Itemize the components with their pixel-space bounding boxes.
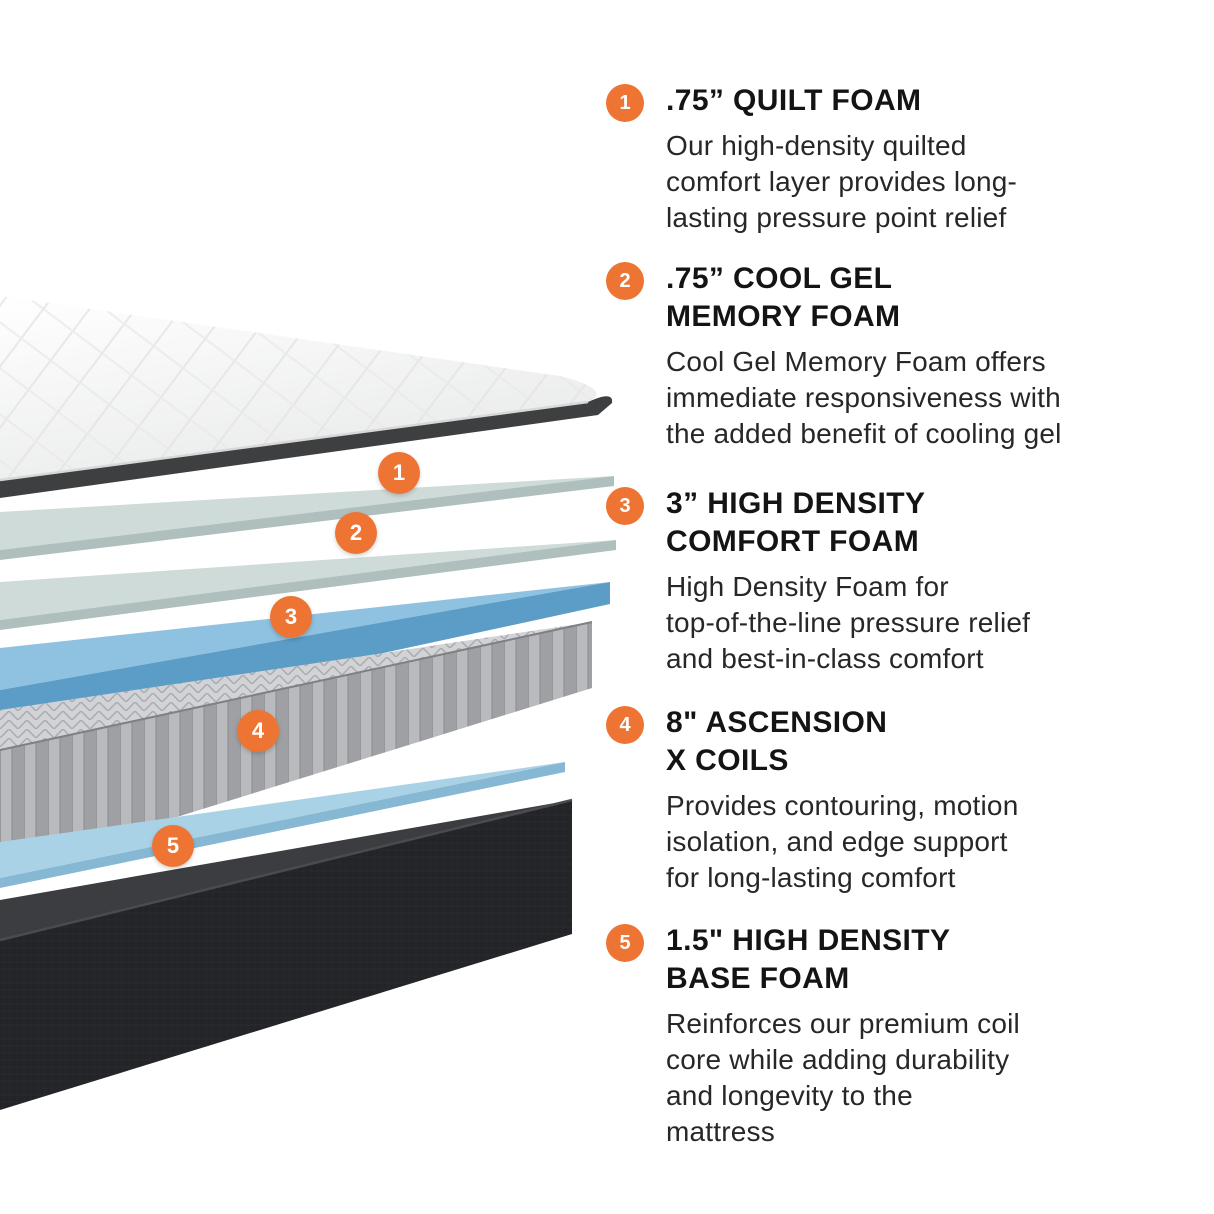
layer-title: .75” QUILT FOAM — [666, 84, 922, 117]
layer-title: 8" ASCENSION X COILS — [666, 706, 888, 777]
layer-description: Provides contouring, motion isolation, a… — [666, 790, 1019, 893]
layer-title: 1.5" HIGH DENSITY BASE FOAM — [666, 924, 951, 995]
diagram-callout-5: 5 — [152, 825, 194, 867]
layer-title: .75” COOL GEL MEMORY FOAM — [666, 262, 901, 333]
layer-description: High Density Foam for top-of-the-line pr… — [666, 571, 1031, 674]
list-badge-3: 3 — [606, 487, 644, 525]
base-foam-sheet-layer — [0, 762, 565, 888]
mattress-exploded-diagram — [0, 296, 616, 1110]
coil-layer — [0, 621, 593, 872]
diagram-callout-4: 4 — [237, 710, 279, 752]
layer-description: Cool Gel Memory Foam offers immediate re… — [666, 346, 1062, 449]
list-badge-2: 2 — [606, 262, 644, 300]
layer-description: Reinforces our premium coil core while a… — [666, 1008, 1020, 1147]
layer-info-quilt-foam: 1 .75” QUILT FOAM Our high-density quilt… — [606, 82, 1192, 236]
list-badge-4: 4 — [606, 706, 644, 744]
quilt-foam-top-layer — [0, 296, 613, 498]
list-badge-5: 5 — [606, 924, 644, 962]
cool-gel-memory-foam-layer — [0, 540, 616, 630]
diagram-callout-2: 2 — [335, 512, 377, 554]
layer-info-base-foam: 5 1.5" HIGH DENSITY BASE FOAM Reinforces… — [606, 922, 1192, 1150]
quilt-foam-sheet-layer — [0, 476, 614, 560]
list-badge-1: 1 — [606, 84, 644, 122]
layer-info-cool-gel: 2 .75” COOL GEL MEMORY FOAM Cool Gel Mem… — [606, 260, 1192, 452]
layer-title: 3” HIGH DENSITY COMFORT FOAM — [666, 487, 926, 558]
foundation-box — [0, 798, 573, 1110]
diagram-callout-3: 3 — [270, 596, 312, 638]
layer-info-coils: 4 8" ASCENSION X COILS Provides contouri… — [606, 704, 1192, 896]
layer-description: Our high-density quilted comfort layer p… — [666, 130, 1018, 233]
diagram-callout-1: 1 — [378, 452, 420, 494]
layer-info-comfort-foam: 3 3” HIGH DENSITY COMFORT FOAM High Dens… — [606, 485, 1192, 677]
